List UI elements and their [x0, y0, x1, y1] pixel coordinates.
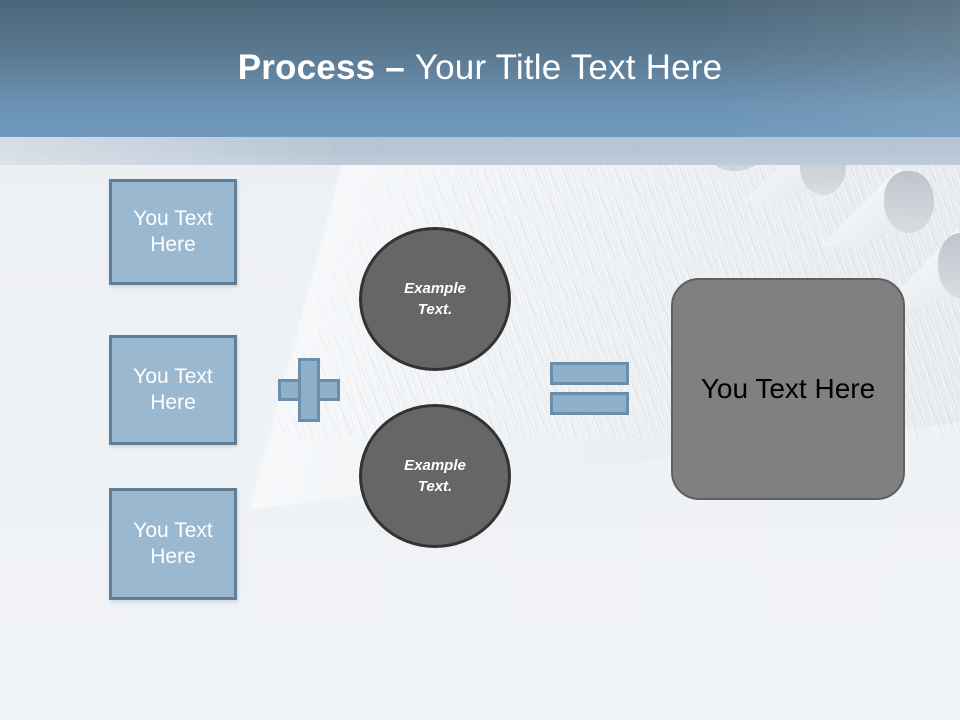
- header-highlight: [540, 0, 960, 137]
- plus-operator-icon: [278, 358, 340, 422]
- example-circle-2[interactable]: Example Text.: [359, 404, 511, 548]
- equals-operator-icon: [550, 362, 629, 415]
- plus-center-fill: [301, 382, 317, 398]
- example-circle-1[interactable]: Example Text.: [359, 227, 511, 371]
- equals-top-bar: [550, 362, 629, 385]
- page-title-separator: –: [375, 48, 415, 87]
- page-title: Process – Your Title Text Here: [0, 47, 960, 89]
- input-box-1[interactable]: You Text Here: [109, 179, 237, 285]
- page-title-rest: Your Title Text Here: [414, 48, 723, 87]
- slide-header: [0, 0, 960, 137]
- equals-bottom-bar: [550, 392, 629, 415]
- example-circle-1-label: Example Text.: [404, 280, 466, 318]
- input-box-2-label: You Text Here: [133, 365, 213, 414]
- blade-tooth-gullet-2: [884, 171, 934, 233]
- page-title-strong: Process: [237, 48, 376, 87]
- input-box-3[interactable]: You Text Here: [109, 488, 237, 600]
- input-box-1-label: You Text Here: [133, 207, 213, 256]
- result-box-label: You Text Here: [700, 373, 876, 404]
- result-box[interactable]: You Text Here: [671, 278, 905, 500]
- input-box-3-label: You Text Here: [133, 519, 213, 568]
- input-box-2[interactable]: You Text Here: [109, 335, 237, 445]
- header-accent-band-highlight: [0, 137, 330, 165]
- header-accent-band: [0, 137, 960, 165]
- blade-tooth-gullet-3: [938, 233, 960, 299]
- example-circle-2-label: Example Text.: [404, 457, 466, 495]
